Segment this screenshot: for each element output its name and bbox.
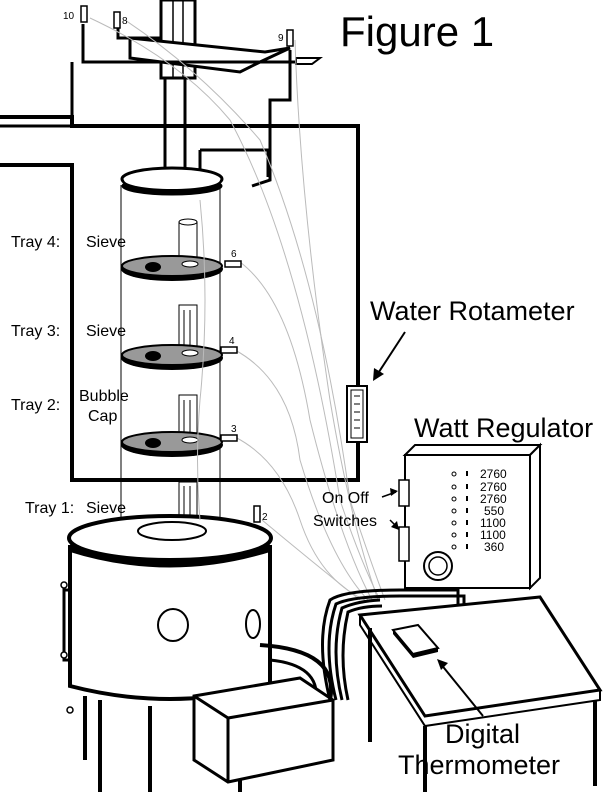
watt-setting-5: 1100 — [480, 516, 506, 530]
watt-regulator-box — [402, 442, 543, 591]
tray-4-plate — [121, 218, 223, 281]
frame-piping — [0, 24, 360, 482]
overhead-condenser — [128, 0, 323, 188]
tray-3-label: Tray 3: — [11, 323, 60, 340]
tray-2-label: Tray 2: — [11, 397, 60, 414]
watt-setting-6: 1100 — [480, 528, 506, 542]
watt-setting-2: 2760 — [480, 480, 507, 494]
tray-3-plate — [121, 304, 223, 370]
tray-3-type: Sieve — [86, 323, 126, 340]
port-10-label: 10 — [63, 11, 75, 22]
figure-title: Figure 1 — [340, 8, 494, 55]
port-9-label: 9 — [278, 33, 284, 44]
watt-setting-4: 550 — [484, 504, 504, 518]
tray-1-type: Sieve — [86, 500, 126, 517]
watt-setting-3: 2760 — [480, 492, 507, 506]
thermocouple-ports — [80, 5, 294, 523]
watt-regulator-label: Watt Regulator — [414, 413, 593, 443]
digital-thermometer-device — [391, 623, 440, 658]
switches-label-line1: On Off — [322, 490, 369, 507]
port-8-label: 8 — [122, 16, 128, 27]
water-rotameter — [346, 385, 368, 443]
tray-4-type: Sieve — [86, 234, 126, 251]
watt-setting-indicators — [451, 471, 468, 550]
digital-thermometer-label-line2: Thermometer — [398, 750, 560, 780]
watt-setting-7: 360 — [484, 540, 504, 554]
watt-setting-1: 2760 — [480, 467, 507, 481]
switches-label-line2: Switches — [313, 513, 377, 530]
tray-2-type-line2: Cap — [88, 408, 117, 425]
thermocouple-wires — [89, 17, 386, 601]
watt-regulator-switches — [398, 479, 410, 562]
heater-box — [192, 643, 335, 784]
power-cables — [321, 588, 466, 701]
tray-4-label: Tray 4: — [11, 234, 60, 251]
port-3-label: 3 — [231, 424, 237, 435]
digital-thermometer-arrow — [439, 662, 484, 717]
port-2-label: 2 — [262, 512, 268, 523]
port-4-label: 4 — [229, 336, 235, 347]
water-rotameter-label: Water Rotameter — [370, 296, 575, 326]
tray-2-plate — [121, 394, 223, 457]
digital-thermometer-label-line1: Digital — [445, 719, 520, 749]
reboiler-tank — [60, 514, 273, 792]
tray-1-label: Tray 1: — [25, 500, 74, 517]
water-rotameter-arrow — [374, 331, 406, 379]
tray-2-type-line1: Bubble — [79, 388, 129, 405]
port-6-label: 6 — [231, 249, 237, 260]
